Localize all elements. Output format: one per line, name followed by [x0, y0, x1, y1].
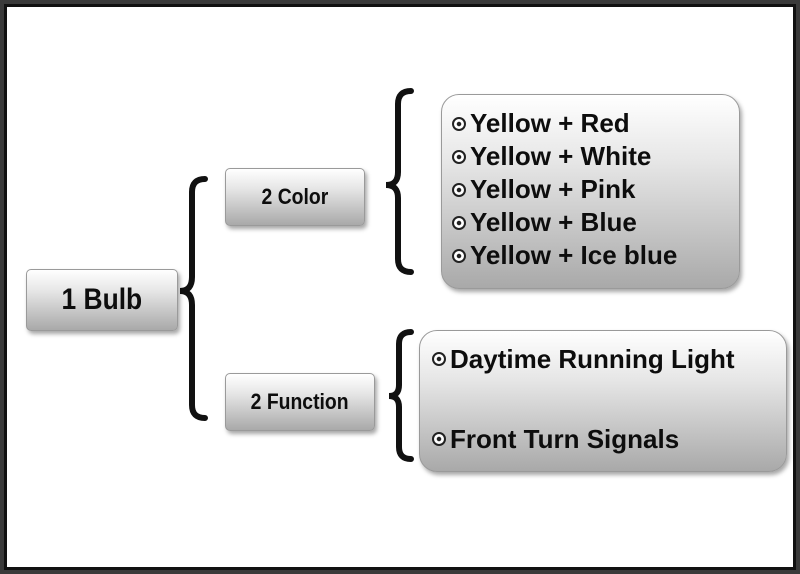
function-option-label: Front Turn Signals	[450, 423, 680, 454]
color-option: Yellow + White	[452, 140, 739, 173]
color-branch-label: 2 Color	[261, 184, 329, 209]
color-option-label: Yellow + Blue	[470, 207, 637, 237]
color-options-box: Yellow + Red Yellow + White Yellow + Pin…	[441, 94, 740, 289]
color-option: Yellow + Pink	[452, 173, 739, 206]
color-branch-node: 2 Color	[225, 168, 365, 226]
circle-bullet-icon	[432, 352, 446, 366]
color-brace	[385, 88, 414, 275]
circle-bullet-icon	[452, 215, 466, 230]
circle-bullet-icon	[452, 248, 466, 263]
function-options-box: Daytime Running Light Front Turn Signals	[419, 330, 787, 472]
diagram-frame: 1 Bulb 2 Color 2 Function Yellow + Red Y…	[4, 4, 796, 570]
root-label: 1 Bulb	[61, 283, 143, 316]
color-option-label: Yellow + Ice blue	[470, 240, 678, 270]
function-option: Daytime Running Light	[432, 341, 786, 377]
color-option-label: Yellow + Pink	[470, 174, 636, 204]
color-option-label: Yellow + White	[470, 141, 652, 171]
circle-bullet-icon	[432, 432, 446, 446]
function-option: Front Turn Signals	[432, 421, 786, 457]
color-option-label: Yellow + Red	[470, 108, 630, 138]
root-node: 1 Bulb	[26, 269, 178, 331]
function-branch-label: 2 Function	[251, 389, 349, 414]
function-brace	[388, 329, 414, 462]
color-option: Yellow + Red	[452, 107, 739, 140]
circle-bullet-icon	[452, 116, 466, 131]
root-brace	[179, 176, 208, 421]
color-option: Yellow + Blue	[452, 206, 739, 239]
color-option: Yellow + Ice blue	[452, 239, 739, 272]
circle-bullet-icon	[452, 149, 466, 164]
function-branch-node: 2 Function	[225, 373, 375, 431]
function-option-label: Daytime Running Light	[450, 343, 735, 374]
brace-connectors	[179, 88, 414, 462]
circle-bullet-icon	[452, 182, 466, 197]
